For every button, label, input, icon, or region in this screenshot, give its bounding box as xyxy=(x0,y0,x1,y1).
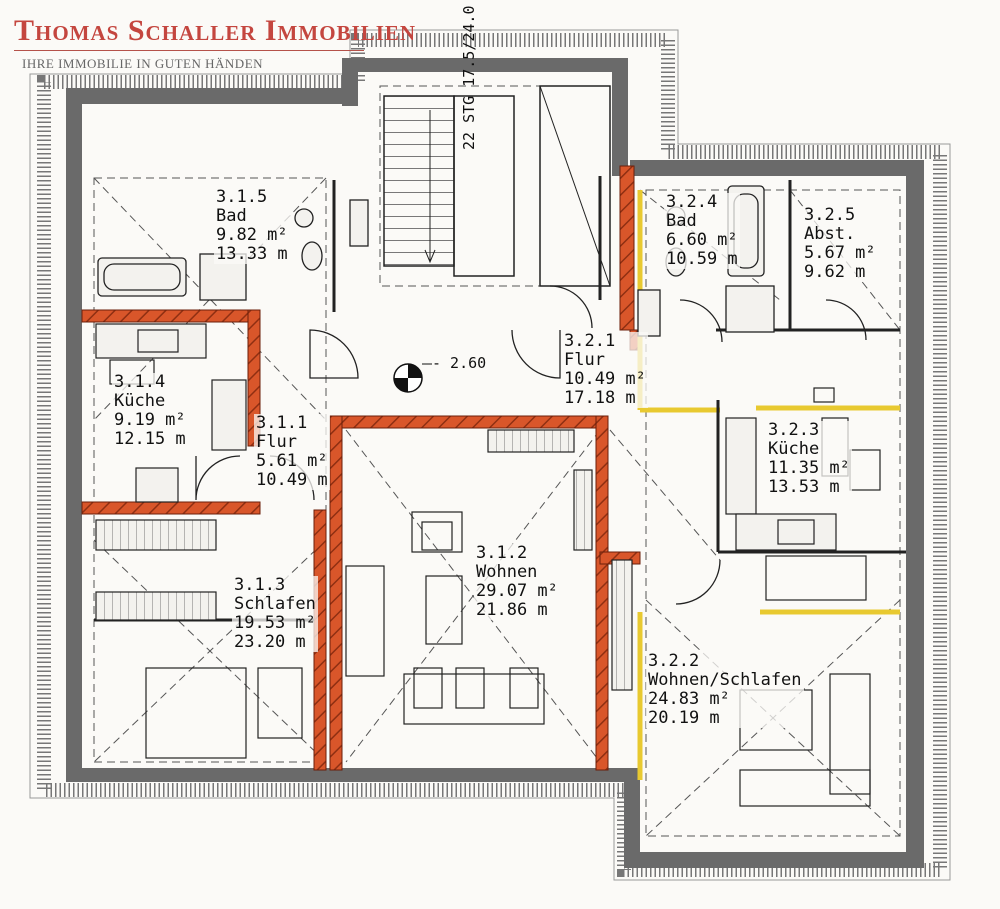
room-3-2-5: 3.2.5 Abst. 5.67 m² 9.62 m xyxy=(802,206,878,282)
room-name: Wohnen xyxy=(476,562,538,582)
room-perimeter: 20.19 m xyxy=(648,708,720,728)
room-area: 11.35 m² xyxy=(768,458,850,478)
brand-title: Thomas Schaller Immobilien xyxy=(14,14,417,47)
room-id: 3.2.3 xyxy=(768,420,820,440)
room-3-2-4: 3.2.4 Bad 6.60 m² 10.59 m xyxy=(664,193,740,269)
room-id: 3.2.2 xyxy=(648,651,700,671)
furniture xyxy=(109,359,881,807)
room-area: 29.07 m² xyxy=(476,581,558,601)
room-perimeter: 10.49 m xyxy=(256,470,328,490)
kitchen-units xyxy=(95,323,837,551)
room-perimeter: 17.18 m xyxy=(564,388,636,408)
room-area: 10.49 m² xyxy=(564,369,646,389)
room-name: Bad xyxy=(666,211,697,231)
room-3-1-2: 3.1.2 Wohnen 29.07 m² 21.86 m xyxy=(474,544,560,620)
room-area: 5.67 m² xyxy=(804,243,876,263)
room-3-2-3: 3.2.3 Küche 11.35 m² 13.53 m xyxy=(766,421,852,497)
wardrobes xyxy=(95,429,633,691)
room-id: 3.1.2 xyxy=(476,543,528,563)
brand-divider xyxy=(14,50,364,51)
room-perimeter: 23.20 m xyxy=(234,632,306,652)
room-area: 5.61 m² xyxy=(256,451,328,471)
brick-walls xyxy=(81,165,643,771)
level-marker-icon xyxy=(393,363,432,393)
room-area: 24.83 m² xyxy=(648,689,730,709)
stair-label: 22 STG 17.5/24.0 xyxy=(460,6,478,151)
room-name: Bad xyxy=(216,206,247,226)
room-name: Flur xyxy=(564,350,605,370)
room-perimeter: 9.62 m xyxy=(804,262,866,282)
room-perimeter: 10.59 m xyxy=(666,249,738,269)
room-id: 3.1.4 xyxy=(114,372,166,392)
room-id: 3.2.4 xyxy=(666,192,718,212)
room-name: Abst. xyxy=(804,224,856,244)
room-id: 3.1.1 xyxy=(256,413,308,433)
room-3-1-5: 3.1.5 Bad 9.82 m² 13.33 m xyxy=(214,188,290,264)
room-name: Küche xyxy=(768,439,820,459)
room-perimeter: 12.15 m xyxy=(114,429,186,449)
room-3-2-1: 3.2.1 Flur 10.49 m² 17.18 m xyxy=(562,332,648,408)
exterior-walls xyxy=(66,58,924,868)
room-id: 3.1.3 xyxy=(234,575,286,595)
brand-slogan: IHRE IMMOBILIE IN GUTEN HÄNDEN xyxy=(22,56,264,71)
staircase xyxy=(383,85,611,287)
level-label: - 2.60 xyxy=(432,354,487,372)
room-name: Flur xyxy=(256,432,297,452)
room-name: Küche xyxy=(114,391,166,411)
room-area: 9.82 m² xyxy=(216,225,288,245)
room-id: 3.1.5 xyxy=(216,187,268,207)
room-area: 6.60 m² xyxy=(666,230,738,250)
room-3-1-1: 3.1.1 Flur 5.61 m² 10.49 m xyxy=(254,414,330,490)
room-id: 3.2.5 xyxy=(804,205,856,225)
room-perimeter: 13.33 m xyxy=(216,244,288,264)
door-swings xyxy=(195,285,867,605)
room-perimeter: 21.86 m xyxy=(476,600,548,620)
room-perimeter: 13.53 m xyxy=(768,477,840,497)
room-id: 3.2.1 xyxy=(564,331,616,351)
roof-eaves xyxy=(29,29,951,881)
stair-dimension: 17.5/24.0 xyxy=(460,5,478,87)
room-area: 9.19 m² xyxy=(114,410,186,430)
room-3-1-3: 3.1.3 Schlafen 19.53 m² 23.20 m xyxy=(232,576,318,652)
stair-count: 22 STG xyxy=(460,95,478,150)
room-area: 19.53 m² xyxy=(234,613,316,633)
room-3-2-2: 3.2.2 Wohnen/Schlafen 24.83 m² 20.19 m xyxy=(646,652,804,728)
room-name: Wohnen/Schlafen xyxy=(648,670,802,690)
room-name: Schlafen xyxy=(234,594,316,614)
room-3-1-4: 3.1.4 Küche 9.19 m² 12.15 m xyxy=(112,373,188,449)
